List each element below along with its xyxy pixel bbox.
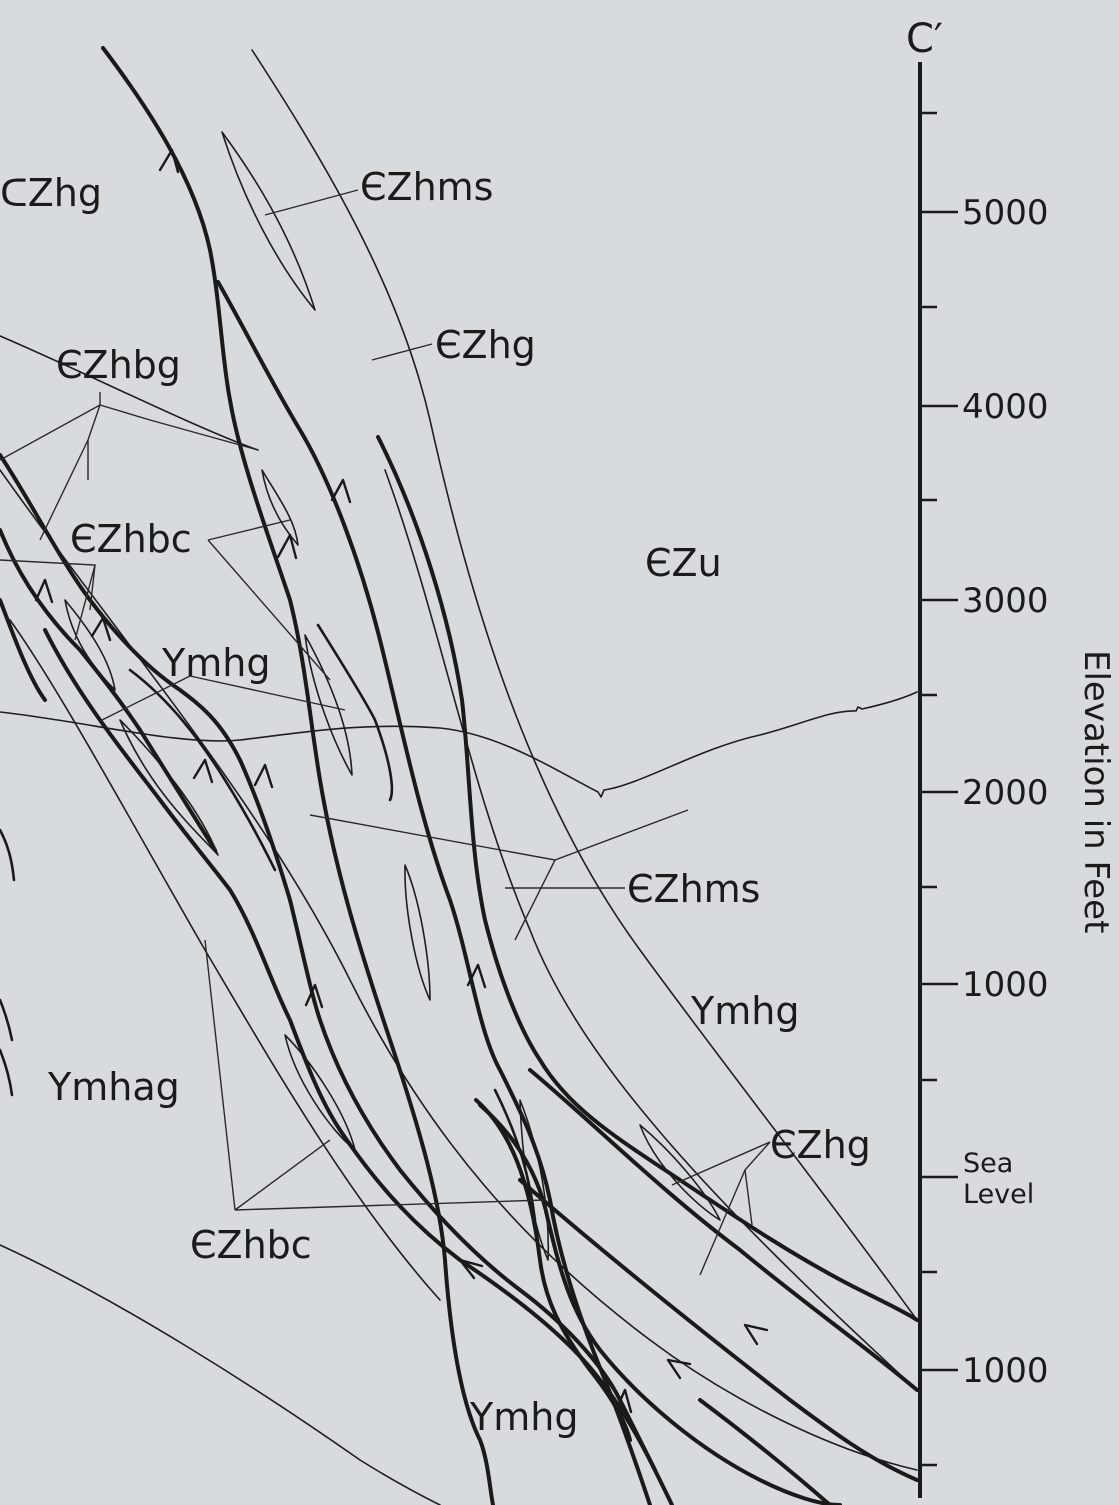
ground-surface-line (0, 691, 918, 798)
unit-label-ymhg-bottom: Ymhg (469, 1395, 578, 1439)
unit-label-czhms-lower: ЄZhms (627, 867, 760, 911)
tick-label: 4000 (962, 387, 1049, 427)
elevation-axis: 5000 4000 3000 2000 1000 1000 Sea Level … (918, 62, 1116, 1498)
unit-label-ymhg-mid: Ymhg (690, 989, 799, 1033)
contact-lines (0, 49, 918, 1505)
unit-labels: ᑕZhg ЄZhms ЄZhg ЄZhbg ЄZhbc ЄZu Ymhg ЄZh… (0, 165, 871, 1439)
unit-label-czhg-upper: ЄZhg (435, 323, 536, 367)
unit-label-czu: ЄZu (645, 541, 722, 585)
unit-label-ymhag: Ymhag (47, 1065, 180, 1109)
fault-lines (0, 46, 919, 1505)
unit-label-czhbg: ЄZhbg (56, 343, 181, 387)
tick-label: 2000 (962, 773, 1049, 813)
unit-label-czhbc-lower: ЄZhbc (190, 1223, 312, 1267)
tick-label: 1000 (962, 1351, 1049, 1391)
tick-label: 1000 (962, 965, 1049, 1005)
label-leader-lines (0, 189, 771, 1276)
fault-movement-arrows (34, 148, 769, 1414)
unit-label-czhg-lower: ЄZhg (770, 1123, 871, 1167)
section-end-label: C′ (906, 16, 943, 62)
unit-label-czhbc-upper: ЄZhbc (70, 517, 192, 561)
unit-label-czhms-upper: ЄZhms (360, 165, 493, 209)
tick-label: 3000 (962, 581, 1049, 621)
unit-label-czhg-top-left: ᑕZhg (0, 171, 102, 215)
sea-level-label-line2: Level (963, 1179, 1034, 1210)
sea-level-label-line1: Sea (963, 1148, 1013, 1179)
unit-label-ymhg-upper: Ymhg (161, 641, 270, 685)
tick-label: 5000 (962, 193, 1049, 233)
axis-title: Elevation in Feet (1076, 650, 1116, 933)
